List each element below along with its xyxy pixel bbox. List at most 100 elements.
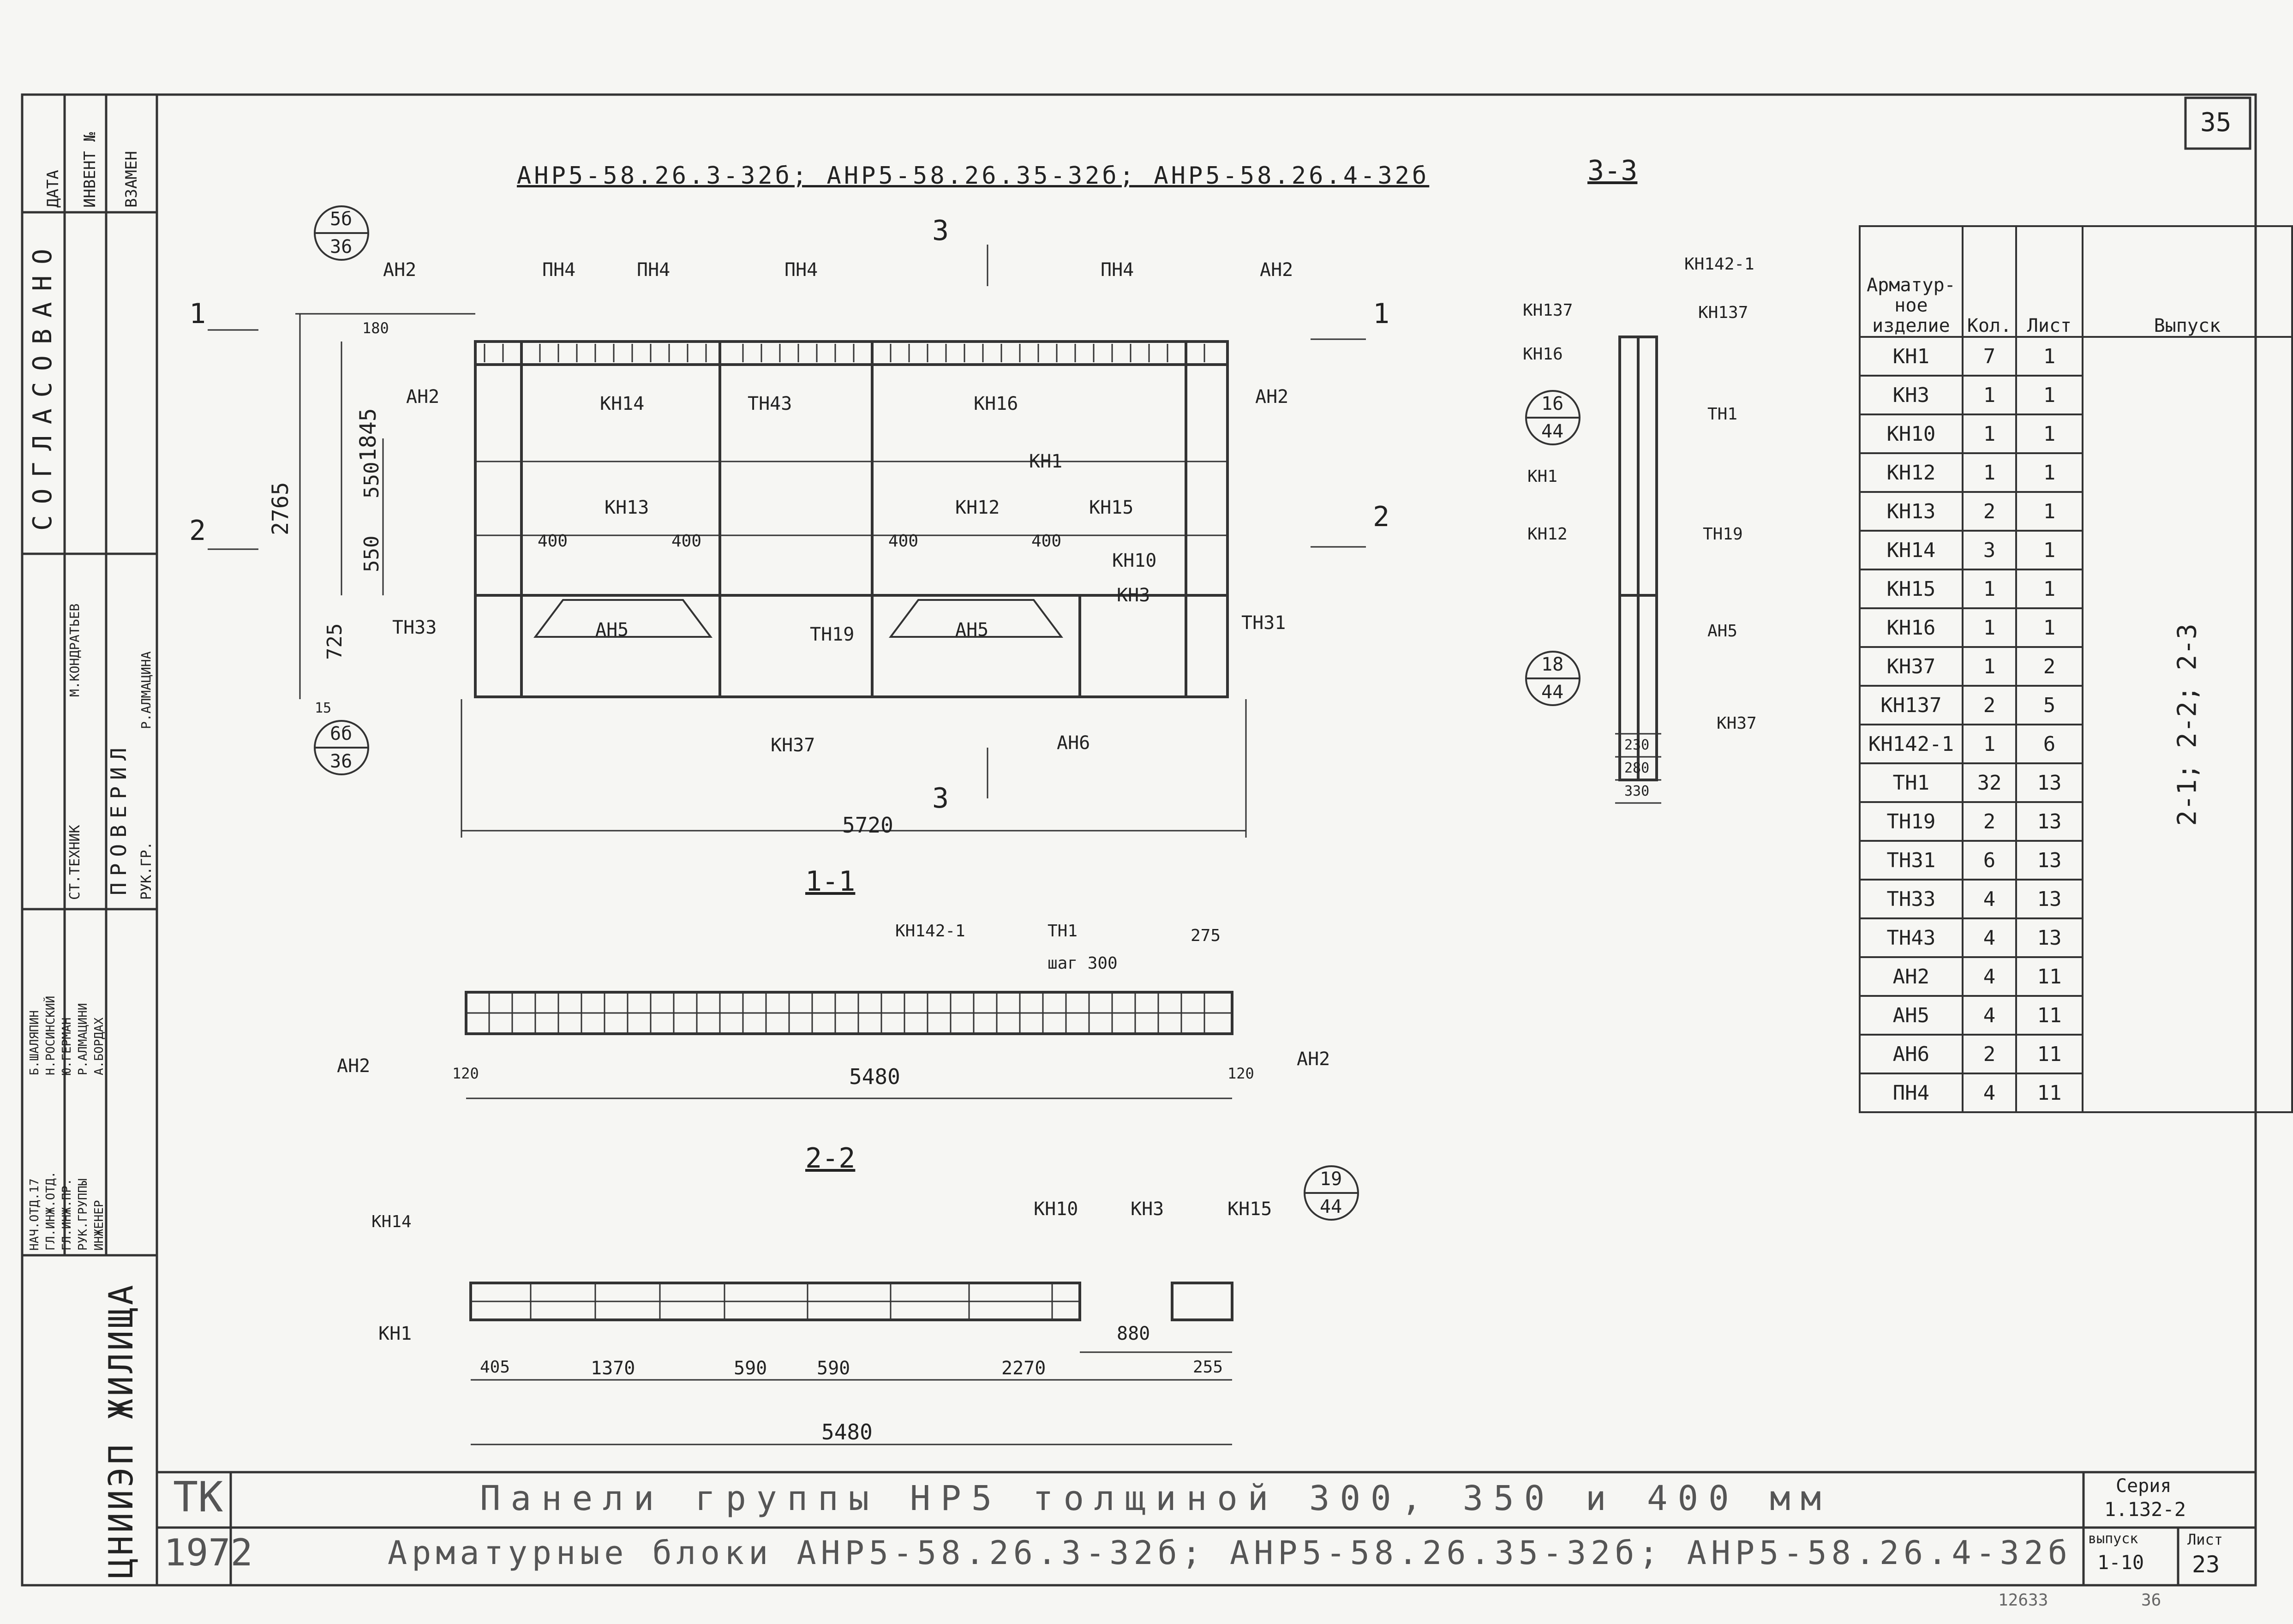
spec-header: Выпуск [2081, 225, 2293, 338]
callout-2-bottom: 36 [330, 751, 353, 772]
spec-qty: 4 [1961, 879, 2018, 919]
cut-2-right: 2 [1373, 501, 1390, 533]
series-label: Серия [2116, 1475, 2172, 1497]
spec-item: КН10 [1859, 413, 1964, 454]
s11-label: КН142-1 [895, 922, 965, 941]
agreed-label: СОГЛАСОВАНО [28, 238, 58, 531]
spec-qty: 1 [1961, 452, 2018, 493]
spec-sheet: 1 [2015, 569, 2083, 609]
s22-dim: 405 [480, 1358, 510, 1377]
list-label: Лист [2187, 1531, 2223, 1548]
role: РУК.ГРУППЫ [76, 1178, 90, 1251]
spec-item: КН16 [1859, 607, 1964, 648]
elev-label: КН3 [1117, 585, 1150, 606]
s11-label: АН2 [337, 1055, 371, 1077]
spec-sheet: 1 [2015, 491, 2083, 532]
st-tech-name: М.КОНДРАТЬЕВ [67, 603, 82, 697]
elev-label: АН5 [595, 619, 629, 641]
s33-label: КН137 [1698, 303, 1748, 322]
s33-dim: 330 [1624, 783, 1650, 799]
spec-vypusk: 2-1; 2-2; 2-3 [2081, 336, 2293, 1113]
s22-dim: 5480 [821, 1420, 873, 1444]
spec-item: АН5 [1859, 995, 1964, 1036]
person: Н.РОСИНСКИЙ [44, 995, 58, 1075]
spec-header: Кол. [1961, 225, 2018, 338]
s11-dim: 120 [1227, 1065, 1254, 1082]
spec-item: КН12 [1859, 452, 1964, 493]
elev-label: АН2 [1260, 259, 1293, 281]
elev-label: ТН19 [810, 624, 855, 645]
replace-label: ВЗАМЕН [122, 151, 141, 208]
elev-dim: 550 [360, 461, 383, 498]
spec-qty: 1 [1961, 569, 2018, 609]
elev-dim: 15 [315, 700, 332, 716]
spec-qty: 4 [1961, 1073, 2018, 1113]
spec-header: Лист [2015, 225, 2083, 338]
st-tech-label: СТ.ТЕХНИК [67, 825, 83, 900]
role: НАЧ.ОТД.17 [28, 1178, 42, 1251]
s33-label: КН137 [1523, 301, 1573, 320]
spec-qty: 4 [1961, 995, 2018, 1036]
section-2-2-graphic [469, 1282, 1233, 1445]
spec-item: ТН1 [1859, 762, 1964, 803]
s33-label: АН5 [1707, 622, 1738, 641]
callout-3-bottom: 44 [1541, 421, 1564, 442]
s22-label: КН14 [371, 1212, 412, 1231]
callout-1-bottom: 36 [330, 236, 353, 258]
title-line-2: Арматурные блоки АНР5-58.26.3-32б; АНР5-… [388, 1534, 2072, 1572]
role: ГЛ.ИНЖ.ОТД. [44, 1171, 58, 1251]
s11-dim: 5480 [849, 1064, 900, 1089]
spec-sheet: 1 [2015, 530, 2083, 570]
elev-dim: 2765 [268, 482, 293, 535]
section-3-3-title: 3-3 [1587, 155, 1638, 187]
elev-dim: 180 [362, 319, 389, 337]
s33-label: КН37 [1717, 714, 1757, 733]
cut-3-bottom: 3 [932, 782, 949, 815]
footer-note: 36 [2141, 1591, 2161, 1610]
s22-label: КН1 [378, 1323, 412, 1344]
spec-sheet: 13 [2015, 917, 2083, 958]
cut-2-left: 2 [189, 515, 206, 547]
spec-header: Арматур-ное изделие [1859, 225, 1964, 338]
elev-dim: 5720 [842, 813, 893, 838]
elev-label: АН2 [1255, 386, 1289, 407]
vypusk-label: выпуск [2088, 1531, 2138, 1547]
elev-dim: 1845 [355, 408, 381, 461]
spec-sheet: 11 [2015, 1034, 2083, 1074]
spec-sheet: 11 [2015, 995, 2083, 1036]
s33-dim: 230 [1624, 737, 1650, 753]
person: Б.ШАЛЯПИН [28, 1010, 42, 1075]
section-2-2-title: 2-2 [805, 1142, 856, 1175]
elev-label: КН1 [1029, 451, 1063, 472]
role: ГЛ.ИНЖ.ПР. [60, 1178, 74, 1251]
spec-sheet: 1 [2015, 375, 2083, 415]
spec-item: КН14 [1859, 530, 1964, 570]
s22-label: КН3 [1131, 1199, 1164, 1220]
spec-sheet: 11 [2015, 956, 2083, 997]
spec-qty: 1 [1961, 724, 2018, 764]
spec-item: КН142-1 [1859, 724, 1964, 764]
title-line-1: Панели группы НР5 толщиной 300, 350 и 40… [480, 1479, 1832, 1518]
role: ИНЖЕНЕР [92, 1200, 106, 1251]
spec-item: КН3 [1859, 375, 1964, 415]
spec-table: Арматур-ное изделие Кол. Лист Выпуск КН1… [1859, 225, 2293, 1113]
person: А.БОРДАХ [92, 1017, 106, 1075]
callout-4-top: 18 [1541, 654, 1564, 675]
spec-qty: 4 [1961, 956, 2018, 997]
spec-item: КН13 [1859, 491, 1964, 532]
callout-3-top: 16 [1541, 393, 1564, 414]
spec-vypusk-text: 2-1; 2-2; 2-3 [2172, 623, 2203, 826]
s11-label: АН2 [1297, 1049, 1330, 1070]
